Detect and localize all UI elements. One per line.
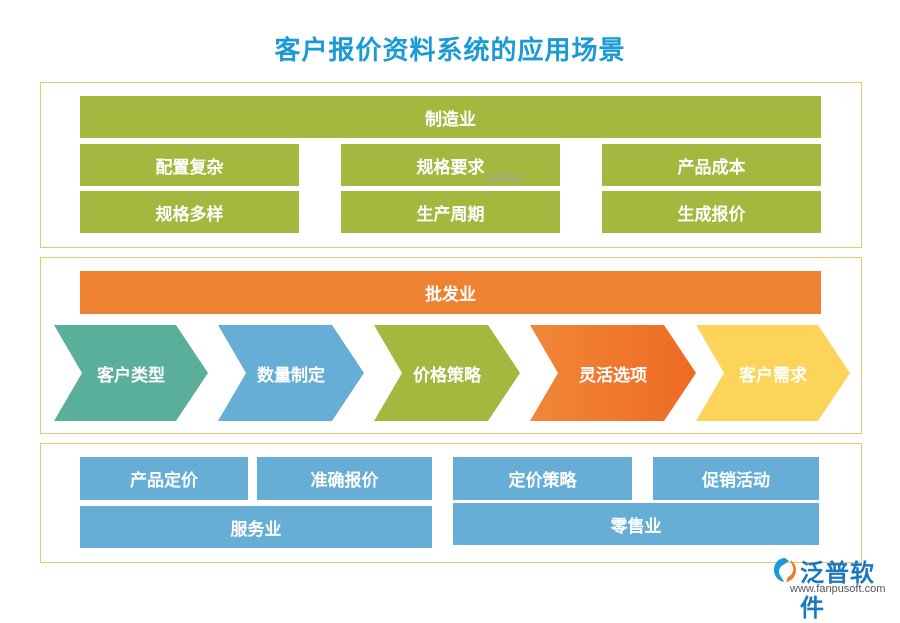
wholesale-step-label: 价格策略: [413, 365, 481, 386]
service-item: 准确报价: [257, 457, 432, 500]
manufacturing-item: 规格多样: [80, 191, 299, 233]
wholesale-step: 客户类型: [54, 325, 208, 421]
wholesale-step-label: 数量制定: [257, 365, 325, 386]
retail-header: 零售业: [453, 503, 819, 545]
chevron-shape: [530, 325, 696, 421]
wholesale-header: 批发业: [80, 271, 821, 314]
manufacturing-header: 制造业: [80, 96, 821, 138]
wholesale-step-label: 客户类型: [97, 365, 165, 386]
manufacturing-item: 生产周期: [341, 191, 560, 233]
brand-logo-icon: [774, 558, 796, 582]
wholesale-step-label: 灵活选项: [579, 365, 647, 386]
wholesale-step: 客户需求: [696, 325, 850, 421]
manufacturing-item: 规格要求: [341, 144, 560, 186]
wholesale-step: 灵活选项: [530, 325, 696, 421]
wholesale-step: 数量制定: [218, 325, 364, 421]
service-header: 服务业: [80, 506, 432, 548]
manufacturing-item: 配置复杂: [80, 144, 299, 186]
chevron-shape: [54, 325, 208, 421]
wholesale-step: 价格策略: [374, 325, 520, 421]
retail-item: 促销活动: [653, 457, 819, 500]
watermark: 泛普软件: [484, 174, 524, 185]
page-title: 客户报价资料系统的应用场景: [274, 36, 626, 66]
chevron-shape: [218, 325, 364, 421]
manufacturing-item: 产品成本: [602, 144, 821, 186]
manufacturing-item: 生成报价: [602, 191, 821, 233]
brand-url: www.fanpusoft.com: [790, 583, 886, 595]
wholesale-step-label: 客户需求: [739, 365, 807, 386]
retail-item: 定价策略: [453, 457, 632, 500]
brand-logo: 泛普软件 www.fanpusoft.com: [770, 551, 895, 622]
chevron-shape: [374, 325, 520, 421]
service-item: 产品定价: [80, 457, 248, 500]
chevron-shape: [696, 325, 850, 421]
